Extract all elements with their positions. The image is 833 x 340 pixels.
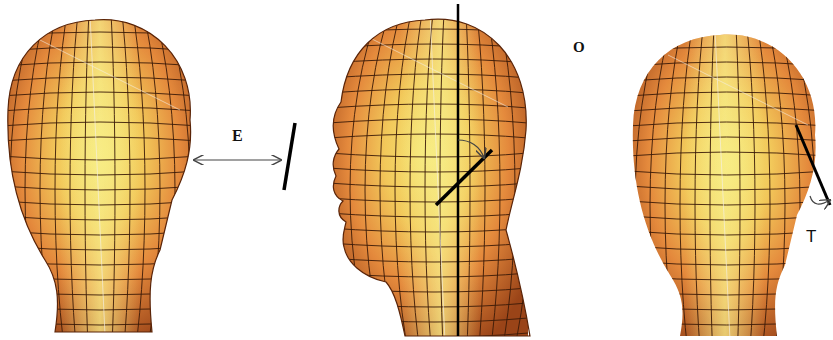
tilt-arrow — [810, 196, 830, 204]
head-outline — [8, 20, 191, 332]
angle-arrow — [458, 140, 484, 158]
tilted-segment — [436, 150, 492, 205]
parameter-label: O — [573, 40, 585, 55]
parameter-label: T — [806, 228, 816, 245]
distance-arrow — [194, 159, 281, 160]
tilt-segment — [796, 125, 830, 205]
parameter-label: E — [232, 128, 243, 144]
mesh-head — [0, 0, 205, 340]
mesh-head — [620, 0, 830, 340]
vertical-axis — [457, 4, 460, 336]
target-segment — [284, 123, 295, 190]
head-outline — [333, 19, 530, 336]
mesh-head — [328, 0, 560, 340]
